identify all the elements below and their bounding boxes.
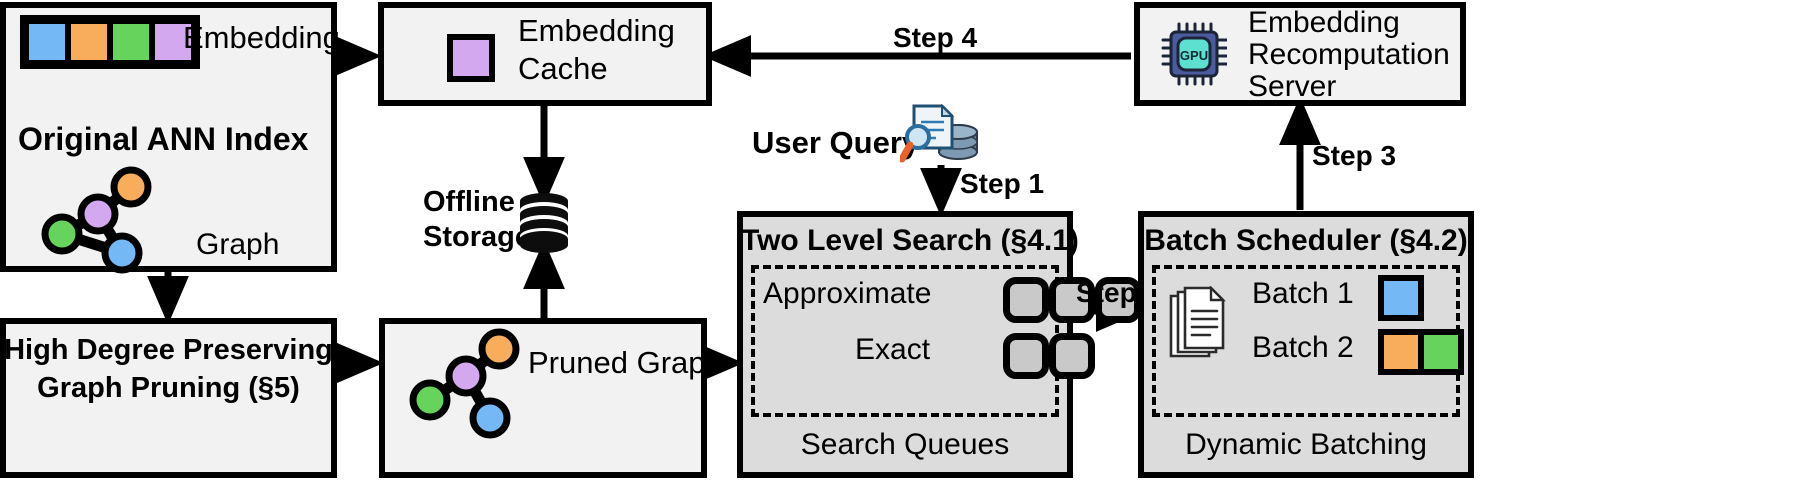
- embedding-cache-panel: [378, 2, 712, 106]
- offline-storage-line2: Storage: [423, 221, 531, 253]
- pruned-graph-label: Pruned Graph: [528, 345, 723, 380]
- graph-pruning-line2: Graph Pruning (§5): [37, 372, 300, 404]
- queue-cell: [1003, 277, 1049, 323]
- documents-stack-icon: [1168, 285, 1230, 367]
- user-query-label: User Query: [752, 125, 920, 160]
- queue-cell: [1003, 333, 1049, 379]
- embedding-chip-green: [110, 21, 152, 63]
- embedding-chip-blue: [26, 21, 68, 63]
- graph-label: Graph: [196, 228, 280, 261]
- embedding-cache-line1: Embedding: [518, 13, 675, 48]
- step3-label: Step 3: [1312, 140, 1397, 171]
- offline-storage-line1: Offline: [423, 186, 515, 218]
- queue-cell: [1049, 333, 1095, 379]
- original-ann-index-title: Original ANN Index: [18, 121, 309, 157]
- step4-label: Step 4: [893, 22, 978, 53]
- embedding-chip-purple: [152, 21, 194, 63]
- approximate-label: Approximate: [763, 277, 932, 310]
- database-icon: [518, 192, 570, 259]
- search-queues-footer: Search Queues: [800, 428, 1010, 461]
- batch-1-chips: [1378, 275, 1424, 321]
- exact-label: Exact: [855, 333, 931, 366]
- batch-1-label: Batch 1: [1252, 277, 1354, 310]
- recomputation-server-line2: Recomputation: [1248, 38, 1450, 71]
- embedding-chip-orange: [68, 21, 110, 63]
- recomputation-server-line1: Embedding: [1248, 6, 1400, 39]
- batch-chip-blue: [1378, 275, 1424, 321]
- graph-pruning-line1: High Degree Preserving: [4, 334, 333, 366]
- batch-2-label: Batch 2: [1252, 331, 1354, 364]
- step1-label: Step 1: [960, 168, 1045, 199]
- batch-scheduler-title: Batch Scheduler (§4.2): [1144, 224, 1468, 257]
- embedding-chips: [20, 15, 200, 69]
- embedding-label: Embedding: [183, 20, 340, 55]
- graph-pruning-panel: [0, 318, 337, 478]
- dynamic-batching-footer: Dynamic Batching: [1185, 428, 1427, 461]
- purple-square-icon: [447, 34, 495, 82]
- queue-cell: [1049, 277, 1095, 323]
- svg-text:GPU: GPU: [1180, 48, 1208, 63]
- batch-chip-orange: [1378, 329, 1424, 375]
- exact-queue: [1003, 333, 1095, 379]
- approximate-queue: [1003, 277, 1141, 323]
- two-level-search-title: Two Level Search (§4.1): [741, 224, 1079, 257]
- document-search-database-icon: [898, 103, 980, 171]
- batch-2-chips: [1378, 329, 1464, 375]
- pruned-graph-figure: [404, 328, 534, 440]
- queue-cell: [1095, 277, 1141, 323]
- recomputation-server-line3: Server: [1248, 70, 1337, 103]
- gpu-chip-icon: GPU: [1161, 22, 1229, 91]
- original-index-graph: [36, 166, 166, 274]
- batch-chip-green: [1418, 329, 1464, 375]
- embedding-cache-line2: Cache: [518, 51, 608, 86]
